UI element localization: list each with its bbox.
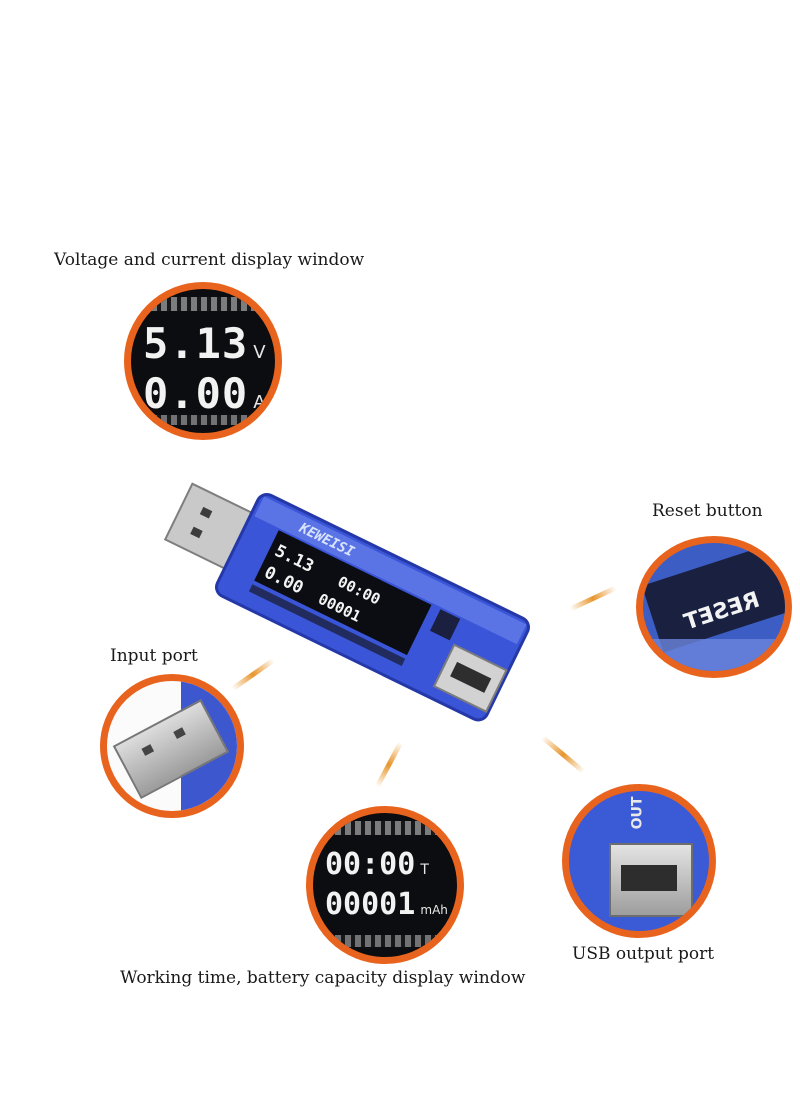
time-capacity-caption: Working time, battery capacity display w… (120, 968, 526, 988)
voltage-unit: V (253, 342, 266, 363)
reset-button-caption: Reset button (652, 501, 763, 521)
usb-output-caption: USB output port (572, 944, 715, 964)
usb-meter-device: KEWEISI 5.13 00:00 0.00 00001 (163, 482, 530, 722)
current-value: 0.00 (143, 369, 249, 418)
out-label: OUT (629, 796, 646, 830)
capacity-value: 00001 (325, 887, 416, 922)
usb-output-zoom: OUT (562, 784, 716, 938)
current-unit: A (253, 392, 266, 413)
voltage-current-caption: Voltage and current display window (54, 250, 365, 270)
input-port-zoom (100, 674, 244, 818)
time-capacity-zoom: 00:00 T 00001 mAh (306, 806, 464, 964)
voltage-current-zoom: 5.13 V 0.00 A (124, 282, 282, 440)
voltage-value: 5.13 (143, 319, 249, 368)
reset-button-zoom: RESET (636, 536, 792, 678)
capacity-unit: mAh (420, 903, 448, 917)
time-unit: T (420, 862, 429, 878)
reset-pointer (569, 585, 617, 612)
time-value: 00:00 (325, 847, 416, 882)
lcd-screen (254, 530, 432, 656)
reset-button[interactable] (429, 609, 461, 641)
input-port-caption: Input port (110, 646, 198, 666)
